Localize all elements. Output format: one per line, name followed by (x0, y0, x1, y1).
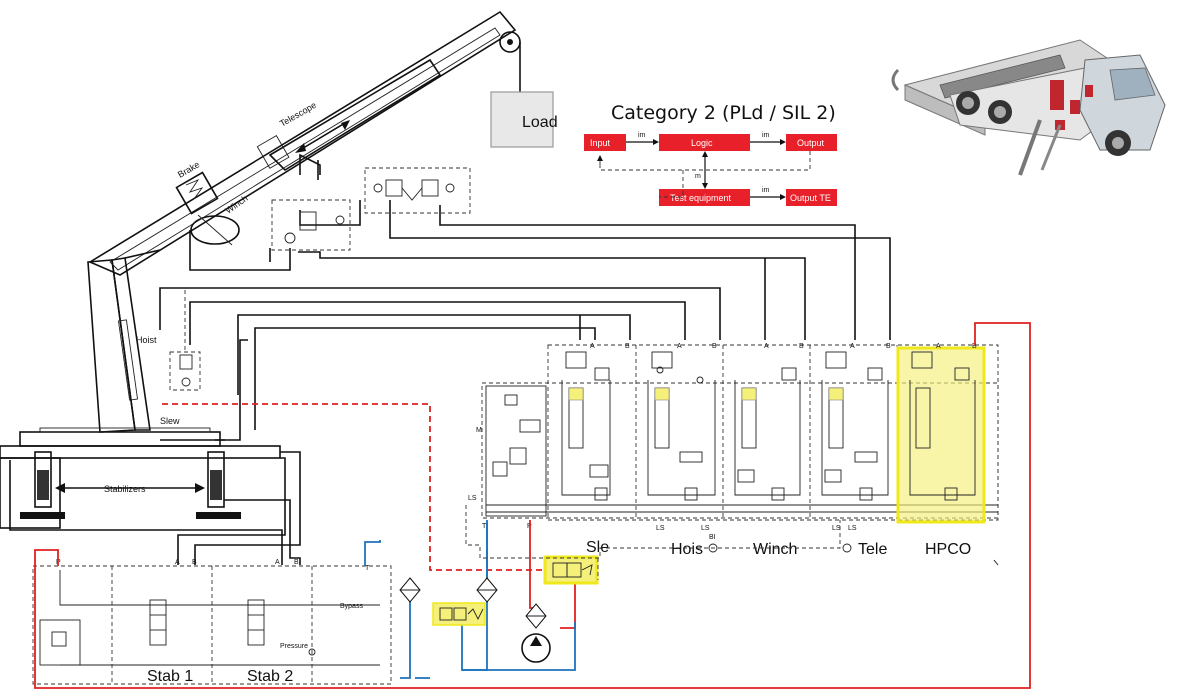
valve-section-sle (561, 351, 611, 501)
section-label-sle: Sle (586, 539, 609, 556)
port-m: M (476, 427, 482, 434)
valve-section-hpco (896, 346, 986, 524)
sle-port-b: B (625, 343, 630, 350)
load-box (490, 91, 554, 148)
block-logic: Logic (691, 138, 713, 148)
stab1-port-a: A (175, 559, 180, 566)
winch-port-b: B (799, 343, 804, 350)
hose-lines (9, 153, 891, 565)
pressure-label: Pressure (280, 643, 308, 650)
brake-label: Brake (176, 159, 201, 179)
section-port-labels: A B A B A B A B A B LS LS BI LS LS (590, 343, 977, 541)
hoist-label: Hoist (136, 335, 157, 345)
block-output: Output (797, 138, 825, 148)
block-input: Input (590, 138, 611, 148)
valve-section-tele (821, 351, 889, 501)
signal-im-1: im (638, 132, 646, 139)
category-title: Category 2 (PLd / SIL 2) (611, 102, 836, 124)
port-t: T (482, 523, 487, 530)
telescope-label: Telescope (278, 100, 318, 129)
valve-section-hoist (647, 351, 716, 501)
truck-crane-illustration (891, 39, 1166, 176)
safety-block-diagram: Input Logic Output Test equipment Output… (584, 132, 837, 206)
winch-label: Winch (223, 193, 249, 216)
section-label-winch: Winch (753, 541, 797, 558)
hoist-port-ls-2: LS (701, 525, 710, 532)
hoist-port-b: B (712, 343, 717, 350)
port-ls-inlet: LS (468, 495, 477, 502)
return-lines (364, 520, 576, 679)
stab2-port-b: B (294, 559, 299, 566)
stabilizers-label: Stabilizers (104, 484, 146, 494)
bypass-label: Bypass (340, 603, 363, 610)
tele-port-ls: LS (832, 525, 841, 532)
signal-im-2: im (762, 132, 770, 139)
boom-lock-valves (169, 167, 471, 391)
stab-port-t: T (365, 565, 370, 572)
pressure-lines (34, 322, 1031, 689)
hoist-port-a: A (677, 343, 682, 350)
section-label-hoist: Hois (671, 541, 703, 558)
stab1-label: Stab 1 (147, 668, 193, 685)
signal-im-3: im (762, 187, 770, 194)
hpco-port-a: A (936, 343, 941, 350)
highlighted-valves (432, 555, 599, 626)
hoist-port-ls: LS (656, 525, 665, 532)
pump-symbol (521, 633, 551, 663)
tele-port-b: B (886, 343, 891, 350)
section-label-hpco: HPCO (925, 541, 971, 558)
tele-port-ls-2: LS (848, 525, 857, 532)
stab1-port-b: B (192, 559, 197, 566)
hpco-port-b: B (972, 343, 977, 350)
block-test-equipment: Test equipment (670, 193, 732, 203)
section-label-tele: Tele (858, 541, 887, 558)
block-output-te: Output TE (790, 193, 831, 203)
stab2-label: Stab 2 (247, 668, 293, 685)
load-label: Load (522, 114, 558, 131)
winch-port-a: A (764, 343, 769, 350)
stab2-port-a: A (275, 559, 280, 566)
stabilizer-valve-block: Bypass Pressure P A B A B T (32, 559, 392, 685)
signal-m: m (695, 173, 701, 180)
tele-port-a: A (850, 343, 855, 350)
hoist-port-bi: BI (709, 534, 716, 541)
valve-section-winch (734, 367, 801, 501)
filters-and-pump (399, 577, 551, 663)
slew-label: Slew (160, 416, 180, 426)
sle-port-a: A (590, 343, 595, 350)
